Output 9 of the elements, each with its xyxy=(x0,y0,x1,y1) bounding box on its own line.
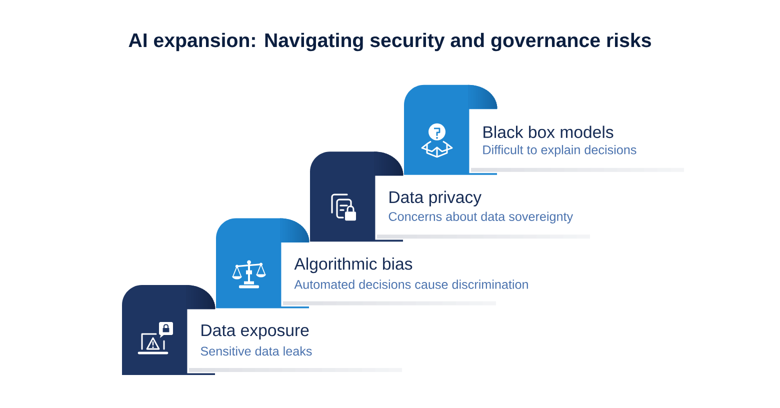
step-title: Black box models xyxy=(484,126,614,138)
step-description: Sensitive data leaks xyxy=(200,346,312,356)
step-description: Automated decisions cause discrimination xyxy=(294,280,528,289)
step-title: Data privacy xyxy=(390,190,482,206)
step-description: Difficult to explain decisions xyxy=(483,145,636,157)
step-title: Algorithmic bias xyxy=(294,257,412,274)
step-title: Data exposure xyxy=(202,324,309,340)
step-description: Concerns about data sovereignty xyxy=(388,212,574,224)
title: AI expansion: Navigating security and governance risks xyxy=(128,32,651,52)
